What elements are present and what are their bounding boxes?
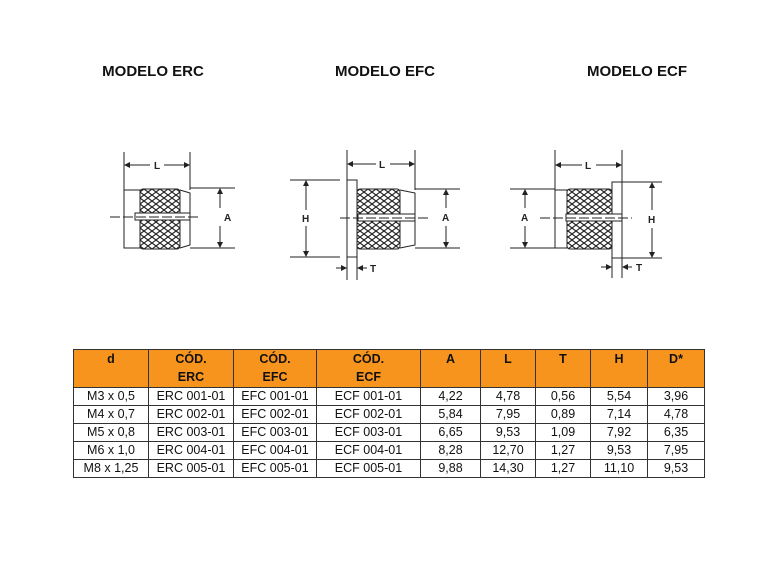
table-cell: M8 x 1,25 [73, 459, 149, 478]
table-cell: ECF 005-01 [316, 459, 421, 478]
table-cell: ERC 002-01 [148, 405, 234, 424]
dim-label-H: H [302, 214, 309, 225]
title-erc: MODELO ERC [102, 63, 204, 80]
table-cell: 6,65 [420, 423, 481, 442]
table-cell: EFC 001-01 [233, 387, 317, 406]
table-cell: 5,54 [590, 387, 648, 406]
drawing-erc: L A [110, 152, 235, 250]
dim-label-H: H [648, 215, 655, 226]
dim-label-T: T [636, 263, 642, 274]
table-cell: 8,28 [420, 441, 481, 460]
table-cell: EFC 003-01 [233, 423, 317, 442]
column-header-text: H [614, 352, 624, 366]
table-cell: ERC 005-01 [148, 459, 234, 478]
table-header-row: d CÓD. ERC CÓD. EFC CÓD. ECF A L T H D* [73, 349, 705, 388]
table-cell: 1,27 [535, 441, 591, 460]
dim-label-L: L [154, 161, 160, 172]
table-cell: 0,56 [535, 387, 591, 406]
column-header-text: CÓD. [175, 352, 207, 366]
table-cell: 11,10 [590, 459, 648, 478]
table-cell: ERC 003-01 [148, 423, 234, 442]
dim-label-A: A [224, 213, 231, 224]
table-cell: EFC 004-01 [233, 441, 317, 460]
table-cell: EFC 002-01 [233, 405, 317, 424]
dim-label-L: L [585, 161, 591, 172]
table-cell: 1,27 [535, 459, 591, 478]
table-cell: 7,14 [590, 405, 648, 424]
column-header: CÓD. ECF [316, 349, 421, 388]
table-cell: 4,78 [480, 387, 536, 406]
column-header: T [535, 349, 591, 388]
table-cell: 7,95 [480, 405, 536, 424]
column-header-text: A [445, 352, 456, 366]
table-cell: ECF 004-01 [316, 441, 421, 460]
column-header: CÓD. ERC [148, 349, 234, 388]
table-cell: ECF 001-01 [316, 387, 421, 406]
column-header: L [480, 349, 536, 388]
table-cell: 9,53 [590, 441, 648, 460]
table-cell: 9,53 [480, 423, 536, 442]
column-header-text: D* [669, 352, 683, 366]
column-header: CÓD. EFC [233, 349, 317, 388]
table-cell: ERC 004-01 [148, 441, 234, 460]
table-cell: 4,22 [420, 387, 481, 406]
table-cell: 3,96 [647, 387, 705, 406]
column-header-text: CÓD. [352, 352, 385, 366]
drawing-ecf: L A H T [510, 150, 662, 278]
table-cell: M6 x 1,0 [73, 441, 149, 460]
table-cell: ECF 003-01 [316, 423, 421, 442]
table-cell: 7,95 [647, 441, 705, 460]
dim-label-A: A [521, 213, 528, 224]
table-cell: M4 x 0,7 [73, 405, 149, 424]
column-header-text: EFC [262, 370, 288, 384]
column-header-text: ERC [177, 370, 205, 384]
table-cell: 12,70 [480, 441, 536, 460]
dim-label-T: T [370, 264, 376, 275]
column-header-text: L [504, 352, 512, 366]
technical-drawings: L A L H A T L [110, 150, 662, 280]
table-cell: ECF 002-01 [316, 405, 421, 424]
table-cell: 14,30 [480, 459, 536, 478]
column-header-text: CÓD. [259, 352, 291, 366]
table-cell: EFC 005-01 [233, 459, 317, 478]
table-cell: 0,89 [535, 405, 591, 424]
column-header-text: T [559, 352, 567, 366]
table-cell: 9,88 [420, 459, 481, 478]
column-header: D* [647, 349, 705, 388]
dim-label-A: A [442, 213, 449, 224]
table-cell: ERC 001-01 [148, 387, 234, 406]
table-cell: 6,35 [647, 423, 705, 442]
column-header-text: ECF [356, 370, 381, 384]
table-cell: 9,53 [647, 459, 705, 478]
table-cell: 5,84 [420, 405, 481, 424]
table-cell: 1,09 [535, 423, 591, 442]
column-header: A [420, 349, 481, 388]
drawing-efc: L H A T [290, 150, 460, 280]
dim-label-L: L [379, 160, 385, 171]
table-cell: 4,78 [647, 405, 705, 424]
table-cell: M5 x 0,8 [73, 423, 149, 442]
column-header: d [73, 349, 149, 388]
table-cell: M3 x 0,5 [73, 387, 149, 406]
column-header: H [590, 349, 648, 388]
table-cell: 7,92 [590, 423, 648, 442]
column-header-text: d [107, 352, 115, 366]
title-ecf: MODELO ECF [587, 63, 687, 80]
title-efc: MODELO EFC [335, 63, 435, 80]
